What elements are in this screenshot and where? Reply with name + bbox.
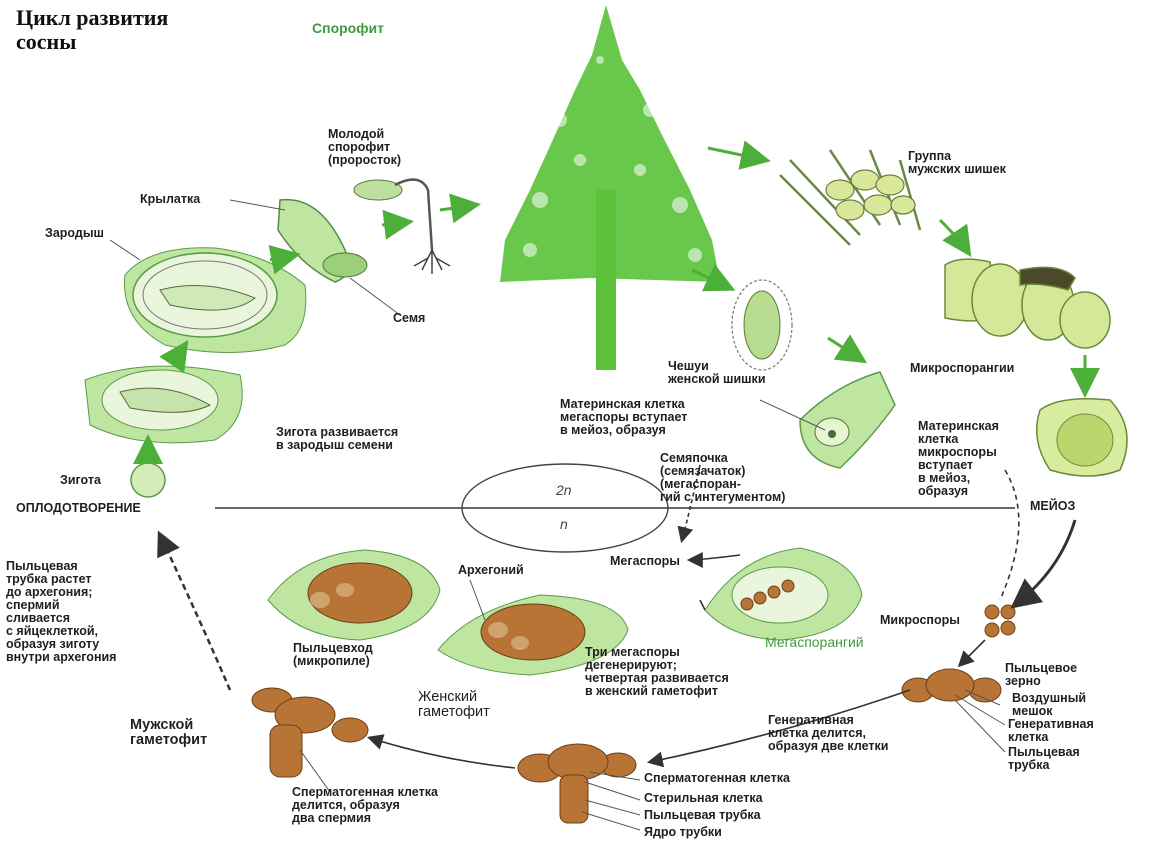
label-meiosis: МЕЙОЗ (1030, 499, 1076, 513)
zygote-development-illustration (84, 365, 243, 444)
label-tube-nucleus: Ядро трубки (644, 825, 722, 839)
dark-cycle-arrows (157, 464, 1077, 769)
label-sporophyte: Спорофит (312, 20, 384, 36)
label-ovule: Семяпочка (семязачаток) (мегаспоран- гий… (660, 451, 786, 504)
zygote-illustration (130, 462, 166, 498)
pine-tree-illustration (500, 5, 720, 370)
label-winged-seed: Крылатка (140, 192, 201, 206)
label-three-megaspores: Три мегаспоры дегенерируют; четвертая ра… (585, 645, 729, 698)
embryo-seed-illustration (124, 247, 307, 353)
label-microspore-mother-cell: Материнская клетка микроспоры вступает в… (918, 419, 999, 498)
diagram-title: Цикл развития сосны (16, 5, 169, 54)
winged-seed-illustration (277, 198, 368, 283)
female-cone-scale-illustration (731, 279, 793, 371)
label-young-sporophyte: Молодой спорофит (проросток) (328, 127, 402, 167)
male-cones-illustration (779, 149, 922, 246)
microspores-illustration (984, 604, 1016, 638)
green-cycle-arrows (133, 140, 1100, 464)
ovule-illustration (799, 371, 896, 469)
label-pollen-grain: Пыльцевое зерно (1005, 661, 1078, 688)
label-ploidy-2n: 2n (556, 482, 572, 498)
label-pollen-tube-grows: Пыльцевая трубка растет до архегония; сп… (6, 559, 117, 664)
label-seed: Семя (393, 311, 426, 325)
label-archegonium: Архегоний (458, 563, 524, 577)
label-zygote: Зигота (60, 473, 101, 487)
male-gametophyte-illustration (251, 687, 369, 778)
label-female-gametophyte: Женский гаметофит (418, 689, 490, 720)
label-microspores: Микроспоры (880, 613, 960, 627)
label-megaspores: Мегаспоры (610, 554, 680, 568)
label-fertilization: ОПЛОДОТВОРЕНИЕ (16, 501, 141, 515)
label-megasporangium: Мегаспорангий (765, 634, 864, 650)
label-zygote-develops: Зигота развивается в зародыш семени (276, 425, 399, 452)
megasporangium-illustration (704, 547, 863, 641)
microsporangia-illustration (944, 258, 1111, 349)
label-microsporangia: Микроспорангии (910, 361, 1015, 375)
pollen-grain-illustration (901, 668, 1002, 703)
label-pollen-tube: Пыльцевая трубка (1008, 745, 1080, 772)
archegonium-lower-illustration (437, 594, 629, 676)
label-male-gametophyte: Мужской гаметофит (130, 717, 208, 748)
label-micropyle: Пыльцевход (микропиле) (293, 641, 373, 668)
label-embryo: Зародыш (45, 226, 104, 240)
label-pollen-tube-2: Пыльцевая трубка (644, 808, 761, 822)
label-megaspore-mother-cell: Материнская клетка мегаспоры вступает в … (560, 397, 688, 437)
pollen-two-cells-illustration (517, 743, 637, 824)
label-generative-cell: Генеративная клетка (1008, 717, 1094, 744)
archegonium-upper-illustration (267, 549, 441, 641)
label-male-cones-group: Группа мужских шишек (908, 149, 1006, 176)
microsporangium-section-illustration (1035, 398, 1128, 477)
young-sporophyte-illustration (353, 178, 451, 274)
label-ploidy-n: n (560, 516, 568, 532)
leader-lines (109, 199, 1006, 831)
label-generative-divides: Генеративная клетка делится, образуя две… (768, 713, 889, 753)
label-spermatogenous-divides: Сперматогенная клетка делится, образуя д… (292, 785, 438, 825)
label-female-cone-scales: Чешуи женской шишки (668, 359, 766, 386)
label-air-sac: Воздушный мешок (1012, 691, 1087, 718)
label-spermatogenous-cell: Сперматогенная клетка (644, 771, 790, 785)
ploidy-ellipse (461, 463, 669, 553)
label-sterile-cell: Стерильная клетка (644, 791, 763, 805)
